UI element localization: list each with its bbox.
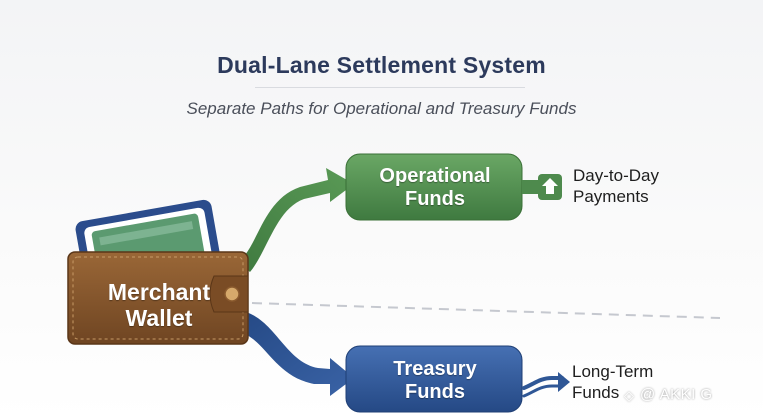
operational-output-connector [522,174,562,200]
operational-flow-arrow [238,168,354,272]
treasury-flow-arrow [240,312,354,396]
treasury-output-arrow [522,372,570,398]
treasury-funds-node [345,345,523,413]
watermark-text: @ AKKI G [640,386,713,403]
day-to-day-line1: Day-to-Day [573,166,659,185]
treasury-funds-label-line2: Funds [405,381,465,403]
long-term-line2: Funds [572,383,620,403]
treasury-funds-label: Treasury Funds [348,358,522,404]
upload-arrow-icon [542,178,558,194]
long-term-funds-label: Long-Term Funds [572,361,653,404]
lane-separator [251,302,721,319]
merchant-wallet-label-line1: Merchant [107,279,211,305]
diagram-subtitle: Separate Paths for Operational and Treas… [186,99,577,118]
merchant-wallet-node [67,251,249,345]
operational-funds-label-line1: Operational [379,165,491,187]
merchant-wallet-label: Merchant Wallet [72,279,246,332]
operational-funds-label: Operational Funds [348,165,522,211]
diagram-title: Dual-Lane Settlement System [217,52,546,78]
watermark-diamond-icon: ◇ [624,388,634,403]
long-term-line1: Long-Term [572,362,654,381]
day-to-day-payments-label: Day-to-Day Payments [573,165,659,208]
day-to-day-line2: Payments [573,187,649,207]
operational-funds-label-line2: Funds [405,188,465,210]
title-divider [255,87,525,88]
merchant-wallet-label-line2: Wallet [125,305,193,332]
treasury-funds-label-line1: Treasury [393,358,477,380]
